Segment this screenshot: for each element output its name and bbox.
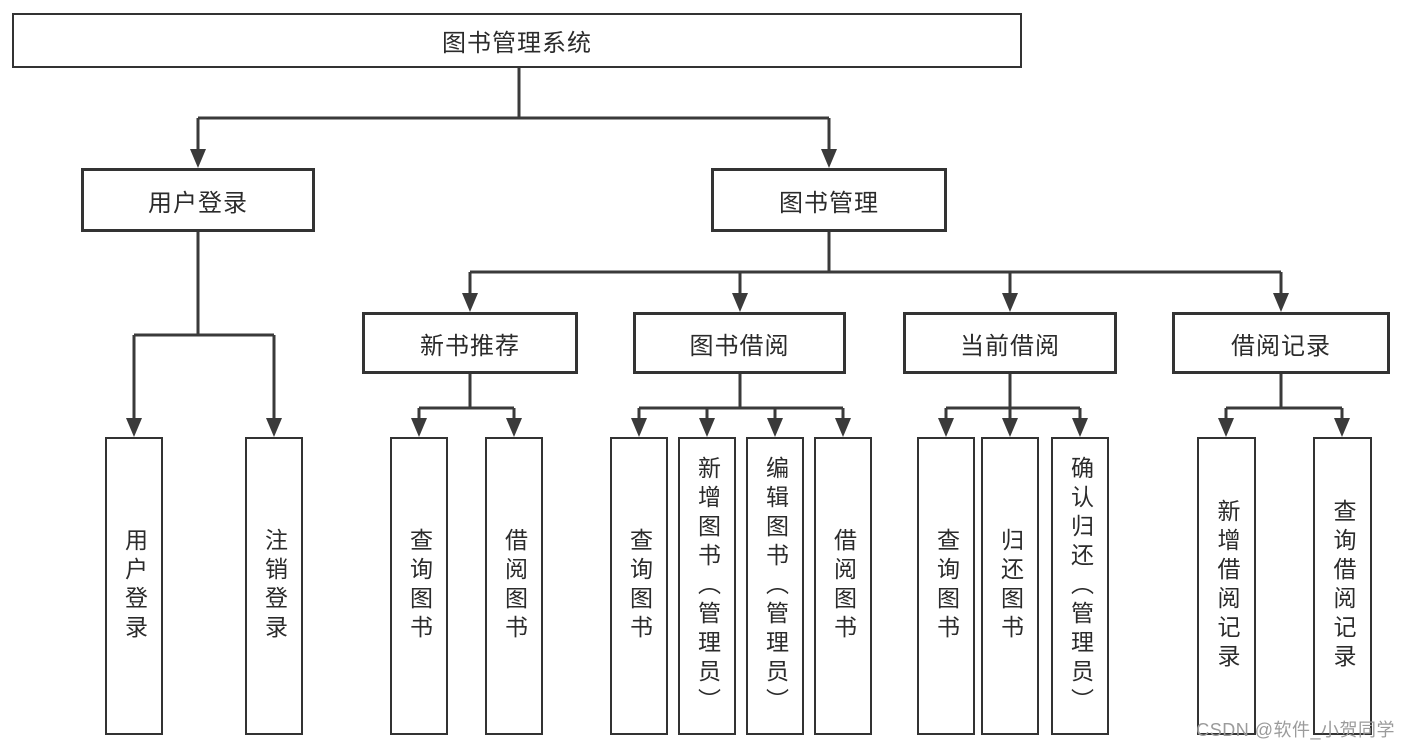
node-new-book-recommend: 新书推荐 (362, 312, 578, 374)
leaf-add-borrow-record: 新增借阅记录 (1197, 437, 1256, 735)
leaf-borrow-books-1: 借阅图书 (485, 437, 543, 735)
node-borrow-records: 借阅记录 (1172, 312, 1390, 374)
node-label: 查询图书 (626, 528, 653, 644)
node-label: 借阅记录 (1231, 332, 1331, 360)
node-label: 新书推荐 (420, 332, 520, 360)
leaf-user-login: 用户登录 (105, 437, 163, 735)
node-label: 图书借阅 (689, 332, 790, 360)
node-label: 当前借阅 (960, 332, 1060, 360)
node-label: 用户登录 (148, 189, 248, 217)
leaf-return-books: 归还图书 (981, 437, 1039, 735)
leaf-add-books-admin: 新增图书（管理员） (678, 437, 736, 735)
node-label: 图书管理系统 (442, 30, 592, 57)
node-label: 新增借阅记录 (1214, 499, 1240, 673)
leaf-confirm-return-admin: 确认归还（管理员） (1051, 437, 1109, 735)
node-label: 编辑图书（管理员） (762, 455, 789, 717)
node-book-management: 图书管理 (711, 168, 947, 232)
csdn-watermark: CSDN @软件_小贺同学 (1196, 720, 1395, 740)
node-library-management-system: 图书管理系统 (12, 13, 1022, 68)
leaf-query-borrow-record: 查询借阅记录 (1313, 437, 1372, 735)
node-label: 注销登录 (261, 528, 288, 644)
node-label: 查询借阅记录 (1330, 499, 1356, 673)
leaf-query-books-1: 查询图书 (390, 437, 448, 735)
node-label: 查询图书 (406, 528, 433, 644)
node-current-borrow: 当前借阅 (903, 312, 1117, 374)
leaf-query-books-2: 查询图书 (610, 437, 668, 735)
node-label: 确认归还（管理员） (1067, 455, 1094, 717)
leaf-borrow-books-2: 借阅图书 (814, 437, 872, 735)
node-label: 借阅图书 (830, 528, 857, 644)
node-label: 归还图书 (997, 528, 1024, 644)
node-label: 查询图书 (933, 528, 960, 644)
node-label: 新增图书（管理员） (694, 455, 721, 717)
leaf-edit-books-admin: 编辑图书（管理员） (746, 437, 804, 735)
node-label: 图书管理 (779, 189, 879, 217)
node-book-borrow: 图书借阅 (633, 312, 846, 374)
node-user-login: 用户登录 (81, 168, 315, 232)
node-label: 用户登录 (121, 528, 148, 644)
node-label: 借阅图书 (501, 528, 528, 644)
leaf-logout: 注销登录 (245, 437, 303, 735)
leaf-query-books-3: 查询图书 (917, 437, 975, 735)
